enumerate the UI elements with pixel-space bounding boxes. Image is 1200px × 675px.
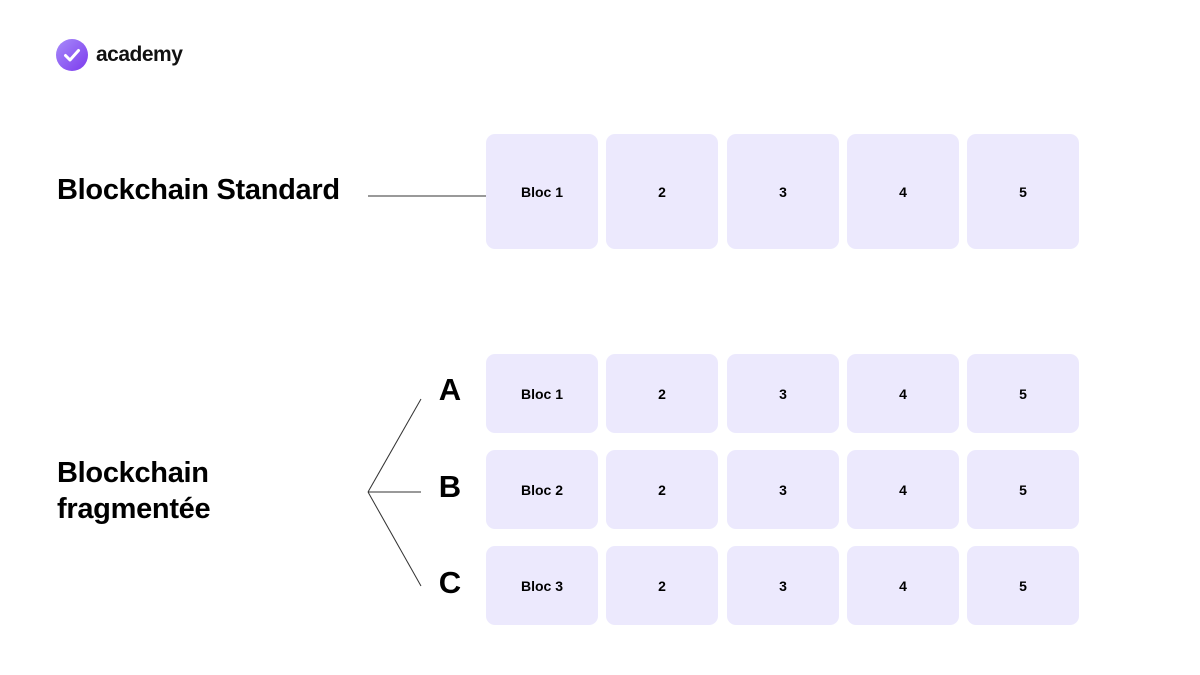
fragment-connector-c [367,491,422,587]
shard-b-block-2: 2 [606,450,718,529]
fragmented-blockchain-label: Blockchain fragmentée [57,455,211,527]
shard-c-block-3: 3 [727,546,839,625]
standard-block-4: 4 [847,134,959,249]
shard-b-block-1: Bloc 2 [486,450,598,529]
shard-b-block-3: 3 [727,450,839,529]
shard-a-block-2: 2 [606,354,718,433]
shard-letter-b: B [438,469,462,504]
shard-a-block-3: 3 [727,354,839,433]
standard-block-5: 5 [967,134,1079,249]
shard-a-block-5: 5 [967,354,1079,433]
logo: academy [56,38,183,72]
shard-c-block-1: Bloc 3 [486,546,598,625]
fragmented-label-line1: Blockchain [57,457,209,489]
shard-c-block-4: 4 [847,546,959,625]
shard-c-block-5: 5 [967,546,1079,625]
shard-c-block-2: 2 [606,546,718,625]
fragment-connector-a [367,398,422,493]
shard-letter-c: C [438,565,462,600]
standard-block-3: 3 [727,134,839,249]
logo-text: academy [96,43,183,66]
standard-block-1: Bloc 1 [486,134,598,249]
shard-b-block-4: 4 [847,450,959,529]
standard-block-2: 2 [606,134,718,249]
shard-a-block-4: 4 [847,354,959,433]
fragmented-label-line2: fragmentée [57,493,211,525]
checkmark-badge-icon [56,39,88,71]
standard-blockchain-label: Blockchain Standard [57,174,340,206]
shard-letter-a: A [438,372,462,407]
shard-a-block-1: Bloc 1 [486,354,598,433]
shard-b-block-5: 5 [967,450,1079,529]
